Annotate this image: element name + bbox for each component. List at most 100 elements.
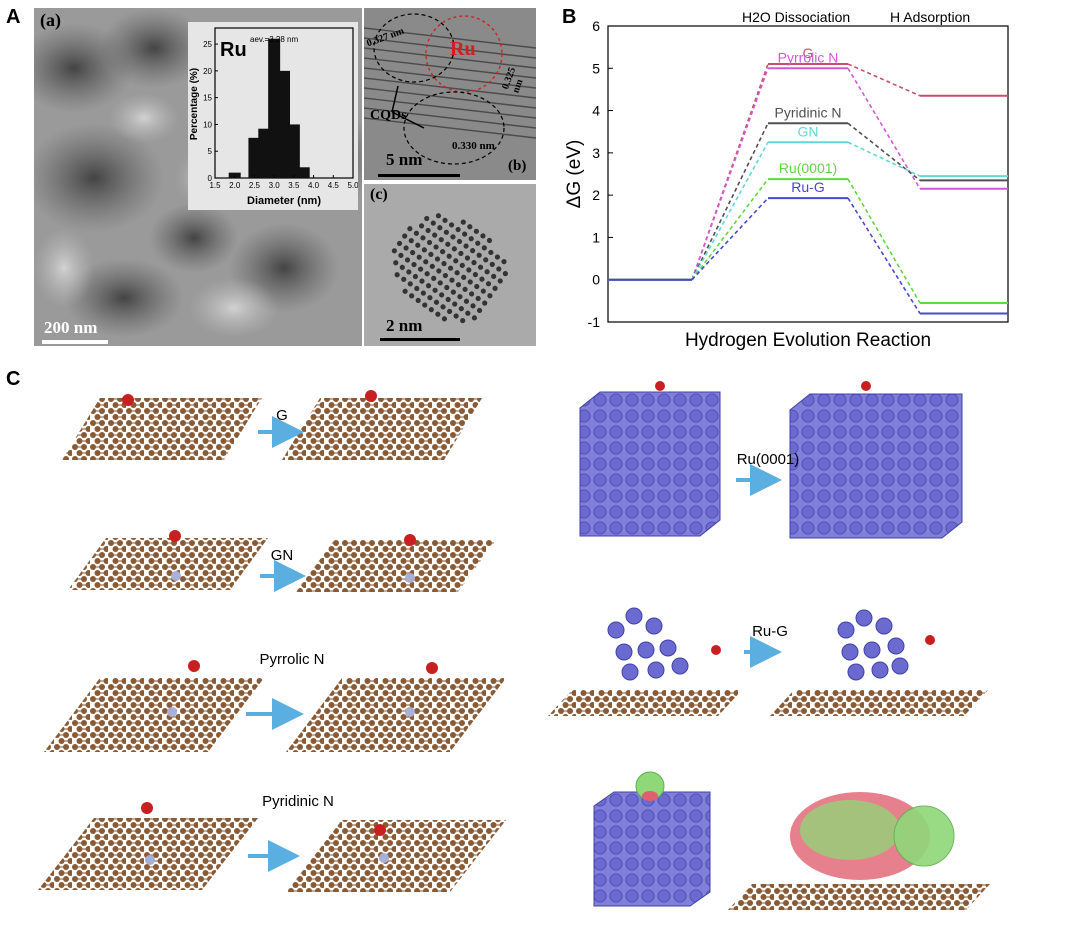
label-pyrrolic: Pyrrolic N xyxy=(259,651,324,668)
oxygen-atom xyxy=(365,390,377,402)
series-label: G xyxy=(803,45,814,61)
label-g: G xyxy=(276,407,288,424)
y-axis-label: ΔG (eV) xyxy=(564,140,585,209)
y-tick-label: 1 xyxy=(592,229,600,245)
scale-bar-b xyxy=(378,174,460,177)
nitrogen-atom xyxy=(145,855,155,865)
histogram-title: Ru xyxy=(220,39,247,61)
cqds-label: CQDs xyxy=(370,108,407,123)
ru-cluster-before xyxy=(607,607,689,681)
label-pyridinic: Pyridinic N xyxy=(262,793,334,810)
energy-connector xyxy=(847,63,921,97)
series-label: GN xyxy=(798,123,819,139)
histogram-y-tick-label: 25 xyxy=(203,40,212,49)
tem-image-c: (c) 2 nm xyxy=(364,184,536,346)
oxygen-atom xyxy=(426,662,438,674)
ru-slab-before xyxy=(579,391,721,537)
charge-isosurface-positive xyxy=(800,800,900,860)
oxygen-atom xyxy=(188,660,200,672)
panel-letter-c: C xyxy=(6,368,21,390)
label-ru0001: Ru(0001) xyxy=(737,451,800,468)
ru-cluster-after xyxy=(837,609,909,681)
scale-bar-c-label: 2 nm xyxy=(386,316,423,335)
histogram-x-tick-label: 1.5 xyxy=(209,181,221,190)
stage-label-dissociation: H2O Dissociation xyxy=(742,9,850,25)
graphene-sheet-gn-after xyxy=(296,540,496,592)
graphene-sheet-g-after xyxy=(282,398,482,460)
energy-connector xyxy=(691,122,769,281)
series-label: Pyrrolic N xyxy=(778,49,839,65)
nitrogen-atom xyxy=(405,573,415,583)
histogram-x-tick-label: 3.0 xyxy=(269,181,281,190)
y-tick-label: 2 xyxy=(592,187,600,203)
ru-g-sheet-before xyxy=(548,690,742,716)
y-tick-label: -1 xyxy=(588,314,601,330)
histogram-xlabel: Diameter (nm) xyxy=(247,195,321,207)
histogram-avg-label: aev.=3.28 nm xyxy=(250,35,298,44)
y-tick-label: 0 xyxy=(592,272,600,288)
histogram-y-tick-label: 10 xyxy=(203,120,212,129)
histogram-x-tick-label: 2.5 xyxy=(249,181,261,190)
oxygen-atom xyxy=(655,381,665,391)
label-gn: GN xyxy=(271,547,294,564)
tem-texture-b xyxy=(364,8,536,180)
lattice-spacing-3: 0.330 nm xyxy=(452,140,495,152)
nitrogen-atom xyxy=(405,707,415,717)
histogram-bar xyxy=(248,137,261,178)
tem-b-ru-label: Ru xyxy=(450,38,476,60)
series-label: Pyridinic N xyxy=(775,104,842,120)
stage-label-adsorption: H Adsorption xyxy=(890,9,970,25)
tem-b-label: (b) xyxy=(508,158,527,174)
tem-a-label: (a) xyxy=(40,10,61,30)
histogram-x-tick-label: 3.5 xyxy=(288,181,300,190)
graphene-sheet-pyrrolic-before xyxy=(44,678,264,752)
panel-c-structures: G GN Pyrrolic N Pyridinic N Ru(0001) xyxy=(38,381,990,910)
nitrogen-atom xyxy=(167,707,177,717)
graphene-sheet-g-before xyxy=(62,398,262,460)
y-tick-label: 3 xyxy=(592,145,600,161)
histogram-x-tick-label: 4.5 xyxy=(328,181,340,190)
tem-texture-c xyxy=(364,184,536,346)
histogram-x-tick-label: 2.0 xyxy=(229,181,241,190)
histogram-bar xyxy=(287,124,300,178)
histogram-bar xyxy=(258,128,271,178)
charge-isosurface-positive xyxy=(893,805,955,867)
energy-connector xyxy=(847,178,921,304)
energy-connector xyxy=(847,122,921,181)
energy-connector xyxy=(847,67,921,190)
charge-isosurface-negative xyxy=(642,791,658,801)
graphene-sheet-pyridinic-before xyxy=(38,818,258,890)
scale-bar-c xyxy=(380,338,460,341)
tem-image-b: Ru 0.327 nm 0.325 nm 0.330 nm CQDs 5 nm … xyxy=(364,8,536,180)
histogram-y-tick-label: 0 xyxy=(208,174,213,183)
ru-g-sheet-after xyxy=(770,690,988,716)
graphene-sheet-pyridinic-after xyxy=(286,820,506,892)
nitrogen-atom xyxy=(379,853,389,863)
oxygen-atom xyxy=(711,645,721,655)
panel-letter-a: A xyxy=(6,6,21,28)
histogram-bars xyxy=(228,38,310,178)
histogram-bar xyxy=(278,70,290,178)
scale-bar-a xyxy=(42,340,108,344)
oxygen-atom xyxy=(404,534,416,546)
nitrogen-atom xyxy=(171,571,181,581)
oxygen-atom xyxy=(925,635,935,645)
y-tick-label: 5 xyxy=(592,60,600,76)
graphene-sheet-pyrrolic-after xyxy=(286,678,506,752)
series-label: Ru-G xyxy=(791,179,824,195)
oxygen-atom xyxy=(122,394,134,406)
graphene-sheet-gn-before xyxy=(68,538,268,590)
ru-slab-after xyxy=(789,393,963,539)
ru-slab-charge xyxy=(593,791,711,907)
oxygen-atom xyxy=(141,802,153,814)
histogram-y-tick-label: 5 xyxy=(208,147,213,156)
plot-frame xyxy=(607,25,1009,323)
histogram-y-tick-label: 15 xyxy=(203,94,212,103)
ru-g-sheet-charge xyxy=(728,884,990,910)
